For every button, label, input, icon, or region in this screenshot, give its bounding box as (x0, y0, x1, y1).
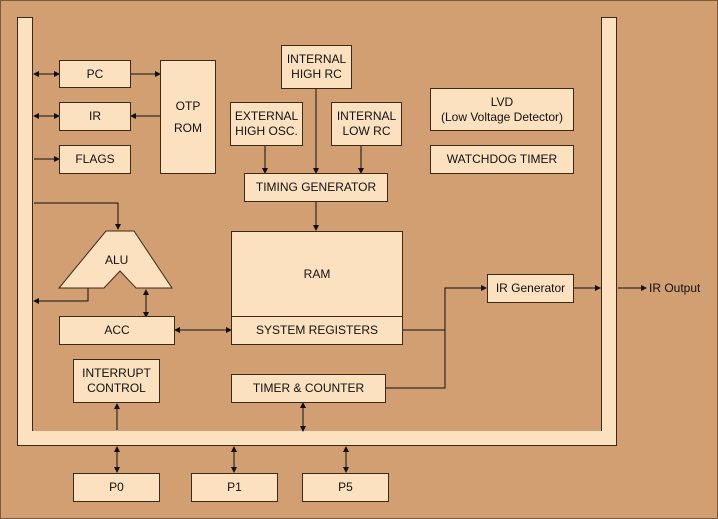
watchdog-timer-label: WATCHDOG TIMER (446, 152, 558, 166)
lvd-label-line1: LVD (490, 94, 514, 109)
port-p0-label: P0 (109, 480, 124, 494)
interrupt-control-label-line2: CONTROL (87, 381, 146, 395)
interrupt-control-label-line1: INTERRUPT (82, 366, 151, 380)
ir-block: IR (59, 102, 131, 131)
timer-counter-label: TIMER & COUNTER (252, 381, 365, 395)
port-p1-block: P1 (191, 473, 278, 502)
ir-label: IR (89, 109, 101, 123)
timing-generator-block: TIMING GENERATOR (244, 173, 388, 202)
lvd-label-line2: (Low Voltage Detector) (440, 109, 564, 124)
watchdog-timer-block: WATCHDOG TIMER (430, 145, 574, 174)
port-p0-block: P0 (73, 473, 160, 502)
alu-shape (57, 230, 173, 289)
port-p5-label: P5 (338, 480, 353, 494)
internal-high-rc-block: INTERNAL HIGH RC (281, 45, 352, 89)
otp-rom-label-line1: OTP (175, 99, 201, 113)
bus-right-rail (601, 17, 617, 446)
external-high-osc-label-line1: EXTERNAL (234, 109, 299, 123)
internal-high-rc-label-line1: INTERNAL (286, 52, 347, 66)
pc-block: PC (59, 60, 131, 88)
otp-rom-label-line2: ROM (174, 121, 202, 135)
port-p5-block: P5 (302, 473, 389, 502)
bus-left-rail (17, 17, 33, 446)
system-registers-label: SYSTEM REGISTERS (255, 323, 379, 337)
external-high-osc-label-line2: HIGH OSC. (235, 124, 298, 138)
internal-low-rc-block: INTERNAL LOW RC (331, 102, 402, 146)
port-p1-label: P1 (227, 480, 242, 494)
interrupt-control-block: INTERRUPT CONTROL (73, 359, 160, 403)
lvd-block: LVD (Low Voltage Detector) (430, 88, 574, 131)
ram-label: RAM (303, 266, 331, 281)
ram-block: RAM (231, 231, 403, 317)
flags-block: FLAGS (59, 145, 131, 174)
otp-rom-block: OTP ROM (160, 60, 216, 174)
internal-low-rc-label-line2: LOW RC (342, 124, 391, 138)
ir-generator-block: IR Generator (487, 274, 574, 303)
system-registers-block: SYSTEM REGISTERS (231, 316, 403, 345)
bus-bottom-rail (17, 431, 617, 446)
timing-generator-label: TIMING GENERATOR (255, 180, 377, 194)
external-high-osc-block: EXTERNAL HIGH OSC. (230, 102, 303, 146)
pc-label: PC (86, 66, 104, 81)
ir-output-label: IR Output (649, 281, 701, 295)
internal-low-rc-label-line1: INTERNAL (336, 109, 397, 123)
alu-label: ALU (105, 253, 129, 267)
ir-generator-label: IR Generator (495, 281, 566, 295)
flags-label: FLAGS (75, 152, 115, 166)
acc-label: ACC (104, 323, 130, 337)
internal-high-rc-label-line2: HIGH RC (291, 67, 342, 81)
acc-block: ACC (59, 316, 175, 345)
timer-counter-block: TIMER & COUNTER (231, 374, 386, 403)
